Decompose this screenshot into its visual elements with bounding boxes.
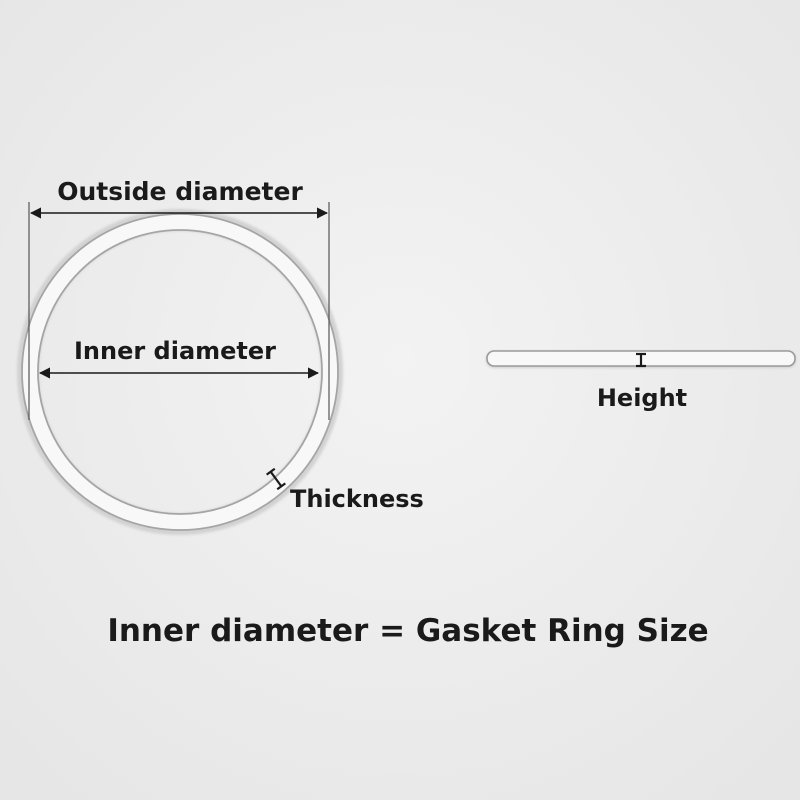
thickness-label: Thickness (290, 485, 424, 513)
outside-diameter-dimension (28, 202, 330, 420)
formula-caption: Inner diameter = Gasket Ring Size (107, 613, 708, 649)
thickness-marker (266, 467, 286, 491)
gasket-ring (17, 209, 343, 535)
height-marker (636, 352, 646, 368)
inner-diameter-label: Inner diameter (74, 337, 276, 365)
outside-diameter-label: Outside diameter (57, 177, 303, 206)
height-label: Height (597, 384, 687, 412)
